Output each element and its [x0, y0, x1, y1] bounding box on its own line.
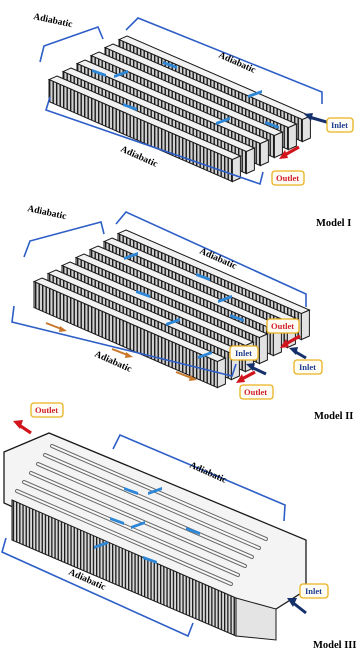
model-3-bracket-bottom [1, 537, 194, 638]
model-1-adiabatic-label-bottom: Adiabatic [119, 145, 159, 170]
model-1-bracket-bottom [45, 96, 264, 186]
flow-arrow-1 [92, 69, 106, 77]
model-2-outlet-label-upper: Outlet [271, 321, 294, 331]
model-3-channel-core-6 [16, 490, 232, 585]
flow-arrow-11 [136, 290, 150, 298]
model-1-tube-bank [47, 35, 312, 183]
flow-arrow-15 [124, 487, 138, 495]
model-2-outlet-label-lower: Outlet [244, 387, 267, 397]
flow-arrow-8 [124, 252, 138, 260]
model-2-inlet-label-left: Inlet [235, 348, 252, 358]
flow-arrow-12 [166, 318, 180, 326]
model-2-bottom-arrowhead-2 [125, 352, 133, 358]
flow-arrow-14 [198, 351, 212, 359]
model-2-tube-bank [32, 229, 311, 389]
model-1-label: Model I [316, 218, 351, 229]
model-1-outlet-arrowhead [279, 150, 288, 159]
model-1-tube-4-end [259, 139, 269, 167]
model-1-tube-2-end [287, 123, 297, 151]
model-1-adiabatic-label-top-right: Adiabatic [217, 51, 257, 76]
model-3-outlet-label: Outlet [35, 405, 58, 415]
model-2-tube-1-end [300, 309, 310, 341]
flow-arrow-21 [143, 556, 157, 564]
model-2-inlet-arrowhead-left [246, 363, 255, 371]
model-2-inlet-badge-left: Inlet [229, 345, 259, 361]
model-3-channel-core-1 [51, 445, 267, 540]
model-3-channel-core-4 [30, 472, 246, 567]
model-2-outlet-arrowhead-lower [236, 374, 245, 383]
model-2-bracket-bottom [11, 305, 237, 377]
model-1-bracket-top-left [39, 25, 104, 63]
model-2-bottom-arrowhead-3 [189, 375, 197, 381]
model-1-inlet-label: Inlet [331, 120, 348, 130]
model-3-plate-edge [235, 597, 277, 641]
model-3-channel-core-2 [44, 454, 260, 549]
flow-arrow-19 [186, 527, 200, 535]
model-1-outlet-label: Outlet [276, 173, 299, 183]
flow-arrow-3 [163, 61, 177, 69]
flow-arrow-2 [114, 70, 128, 78]
flow-arrow-10 [218, 295, 232, 303]
model-2-adiabatic-label-top-left: Adiabatic [26, 204, 67, 222]
flow-arrow-6 [216, 117, 230, 125]
flow-arrows [45, 61, 279, 564]
model-1-inlet-badge: Inlet [326, 117, 354, 133]
flow-arrow-9 [196, 273, 210, 281]
model-3-channel-core-3 [37, 463, 253, 558]
model-3-adiabatic-label-top: Adiabatic [188, 461, 228, 486]
flow-arrow-13 [230, 314, 244, 322]
model-1-bracket-top-right [125, 17, 323, 104]
model-1-diagram: Adiabatic Adiabatic Adiabatic Inlet Outl… [32, 12, 354, 229]
model-2-inlet-label-right: Inlet [299, 362, 316, 372]
model-2-outlet-arrowhead-upper [280, 339, 289, 348]
model-1-inlet-arrowhead [304, 113, 313, 121]
flow-arrow-20 [94, 541, 108, 549]
flow-arrow-17 [110, 517, 124, 525]
model-1-adiabatic-label-top-left: Adiabatic [32, 12, 73, 30]
model-2-label: Model II [314, 411, 353, 422]
model-3-inlet-badge: Inlet [299, 583, 329, 599]
model-3-inlet-label: Inlet [305, 586, 322, 596]
model-3-bracket-top [112, 433, 286, 522]
model-2-outlet-badge-lower: Outlet [239, 384, 274, 400]
model-2-diagram: Adiabatic Adiabatic Adiabatic Outlet Inl… [11, 204, 353, 422]
flow-arrow-4 [248, 90, 262, 98]
model-3-diagram: Adiabatic Adiabatic Outlet Inlet Model I… [1, 402, 356, 651]
model-3-label: Model III [313, 640, 356, 651]
model-2-outlet-badge-upper: Outlet [266, 318, 300, 334]
model-2-inlet-arrowhead-right [289, 347, 298, 355]
model-2-bracket-top-right [115, 211, 307, 307]
model-1-tube-1-end [301, 115, 311, 143]
flow-arrow-18 [131, 521, 145, 529]
model-3-outlet-arrow [18, 423, 32, 435]
model-3-outlet-badge: Outlet [30, 402, 64, 418]
model-2-bottom-arrowhead-1 [59, 326, 67, 332]
model-3-outlet-arrowhead [13, 420, 23, 429]
model-1-outlet-badge: Outlet [271, 170, 305, 186]
model-3-channels [15, 444, 268, 586]
model-1-tube-5-end [245, 147, 255, 175]
flow-arrow-7 [265, 121, 279, 129]
flow-arrow-5 [123, 103, 137, 111]
model-3-inlet-arrowhead [287, 598, 297, 607]
model-1-tube-6-end [231, 155, 241, 183]
model-2-inlet-badge-right: Inlet [293, 359, 323, 375]
model-1-tube-3-end [273, 131, 283, 159]
model-2-bracket-top-left [23, 221, 105, 258]
model-2-tube-4-end [258, 333, 268, 365]
flow-arrow-16 [148, 487, 162, 495]
